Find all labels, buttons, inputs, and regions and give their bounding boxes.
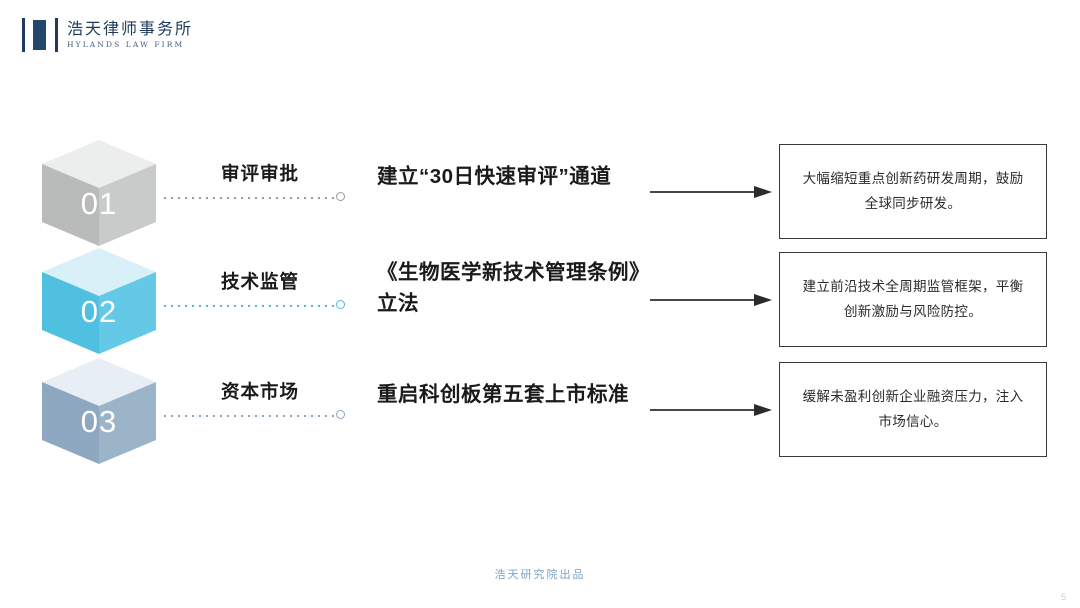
cube-shape-icon (42, 358, 156, 464)
category-label: 审评审批 (221, 163, 300, 184)
cube-shape-icon (42, 140, 156, 246)
logo-bracket-right (55, 18, 58, 52)
policy-heading: 建立“30日快速审评”通道 (377, 165, 612, 188)
step-number: 01 (80, 186, 118, 221)
step-cube: 03 (40, 356, 158, 468)
outcome-text: 缓解未盈利创新企业融资压力，注入市场信心。 (802, 388, 1024, 429)
arrow-right-icon (650, 294, 772, 306)
process-row: 03 资本市场 重启科创板第五套上市标准 缓解未盈利创新企业融资压力，注入市场信… (0, 356, 1080, 472)
brand-logo: 浩天律师事务所 HYLANDS LAW FIRM (22, 18, 193, 52)
outcome-box: 缓解未盈利创新企业融资压力，注入市场信心。 (779, 362, 1047, 457)
logo-text: 浩天律师事务所 HYLANDS LAW FIRM (67, 21, 193, 49)
logo-block-top (33, 20, 46, 33)
step-number: 02 (80, 294, 118, 329)
hylands-h-mark-icon (22, 18, 58, 52)
cube-shape-icon (42, 248, 156, 354)
logo-crossbar (33, 33, 46, 37)
category-label: 资本市场 (221, 381, 300, 402)
connector-end-dot (336, 192, 345, 201)
dotted-connector (164, 305, 336, 307)
step-cube: 01 (40, 138, 158, 250)
step-number: 03 (80, 404, 118, 439)
logo-name-en: HYLANDS LAW FIRM (67, 40, 185, 50)
logo-block-bottom (33, 37, 46, 50)
connector-end-dot (336, 410, 345, 419)
logo-name-cn: 浩天律师事务所 (67, 19, 194, 39)
dotted-connector (164, 197, 336, 199)
outcome-box: 建立前沿技术全周期监管框架，平衡创新激励与风险防控。 (779, 252, 1047, 347)
outcome-text: 建立前沿技术全周期监管框架，平衡创新激励与风险防控。 (802, 278, 1024, 319)
policy-heading: 重启科创板第五套上市标准 (377, 383, 629, 406)
step-cube: 02 (40, 246, 158, 358)
outcome-box: 大幅缩短重点创新药研发周期，鼓励全球同步研发。 (779, 144, 1047, 239)
process-row: 01 审评审批 建立“30日快速审评”通道 大幅缩短重点创新药研发周期，鼓励全球… (0, 138, 1080, 254)
arrow-right-icon (650, 186, 772, 198)
outcome-text: 大幅缩短重点创新药研发周期，鼓励全球同步研发。 (802, 170, 1024, 211)
dotted-connector (164, 415, 336, 417)
page-number: 5 (1060, 592, 1066, 602)
arrow-right-icon (650, 404, 772, 416)
category-label: 技术监管 (221, 271, 300, 292)
logo-bracket-left (22, 18, 25, 52)
policy-heading: 《生物医学新技术管理条例》立法 (377, 261, 650, 315)
connector-end-dot (336, 300, 345, 309)
process-row: 02 技术监管 《生物医学新技术管理条例》立法 建立前沿技术全周期监管框架，平衡… (0, 246, 1080, 362)
footer-credit: 浩天研究院出品 (494, 569, 586, 581)
